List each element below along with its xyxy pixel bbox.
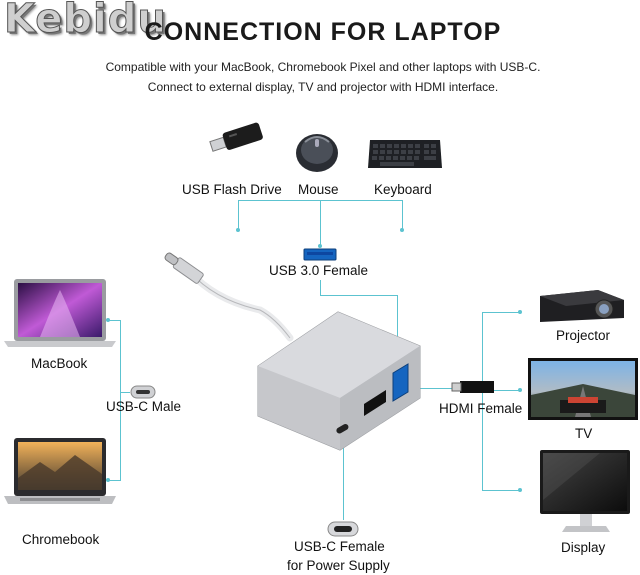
usb3-drop-line <box>320 280 321 296</box>
connector-dot <box>236 228 240 232</box>
connector-dot <box>318 244 322 248</box>
display-line <box>482 490 520 491</box>
brand-logo: Kebidu <box>4 0 167 43</box>
usbc-male-line <box>120 392 130 393</box>
projector-line <box>482 312 520 313</box>
flash-drive-line <box>238 200 239 230</box>
display-monitor-icon <box>540 450 630 532</box>
keyboard-label: Keyboard <box>374 182 432 197</box>
connector-dot <box>518 388 522 392</box>
connector-dot <box>106 318 110 322</box>
connector-dot <box>518 488 522 492</box>
hdmi-female-label: HDMI Female <box>439 401 523 416</box>
keyboard-line <box>402 200 403 230</box>
subtitle-line-1: Compatible with your MacBook, Chromebook… <box>105 60 541 74</box>
connector-dot <box>400 228 404 232</box>
subtitle-line-2: Connect to external display, TV and proj… <box>147 80 499 94</box>
adapter-hub-icon <box>257 311 421 451</box>
usb3-female-label: USB 3.0 Female <box>269 263 369 278</box>
macbook-label: MacBook <box>31 356 88 371</box>
usb3-horizontal-line <box>320 295 398 296</box>
page-title: CONNECTION FOR LAPTOP <box>144 18 502 46</box>
usbc-male-label: USB-C Male <box>106 399 182 414</box>
usb3-port-line <box>397 295 398 373</box>
chromebook-label: Chromebook <box>22 532 100 547</box>
tv-label: TV <box>575 426 593 441</box>
usbc-female-port-icon <box>327 521 359 537</box>
chromebook-line <box>108 480 121 481</box>
usb-flash-drive-label: USB Flash Drive <box>182 182 282 197</box>
tv-icon <box>528 358 638 420</box>
usbc-female-label: USB-C Female <box>294 539 385 554</box>
usb3-port-icon <box>303 248 337 261</box>
mouse-line <box>320 200 321 246</box>
mouse-icon <box>296 134 338 172</box>
usbc-female-line <box>343 430 344 520</box>
macbook-line <box>108 320 121 321</box>
display-label: Display <box>561 540 606 555</box>
usbc-male-plug-icon <box>130 385 156 399</box>
hdmi-plug-icon <box>451 381 494 393</box>
connector-dot <box>106 478 110 482</box>
projector-label: Projector <box>556 328 611 343</box>
chromebook-icon <box>4 438 116 504</box>
projector-icon <box>540 290 624 322</box>
hdmi-connector-line <box>410 388 482 389</box>
left-vertical-line <box>120 320 121 480</box>
keyboard-icon <box>368 140 442 168</box>
mouse-label: Mouse <box>298 182 339 197</box>
tv-line <box>482 390 520 391</box>
usbc-female-sublabel: for Power Supply <box>287 558 390 573</box>
usbc-cable-icon <box>164 252 294 342</box>
right-vertical-line <box>482 312 483 490</box>
usb-flash-drive-icon <box>209 122 263 152</box>
connector-dot <box>518 310 522 314</box>
macbook-icon <box>4 279 116 347</box>
